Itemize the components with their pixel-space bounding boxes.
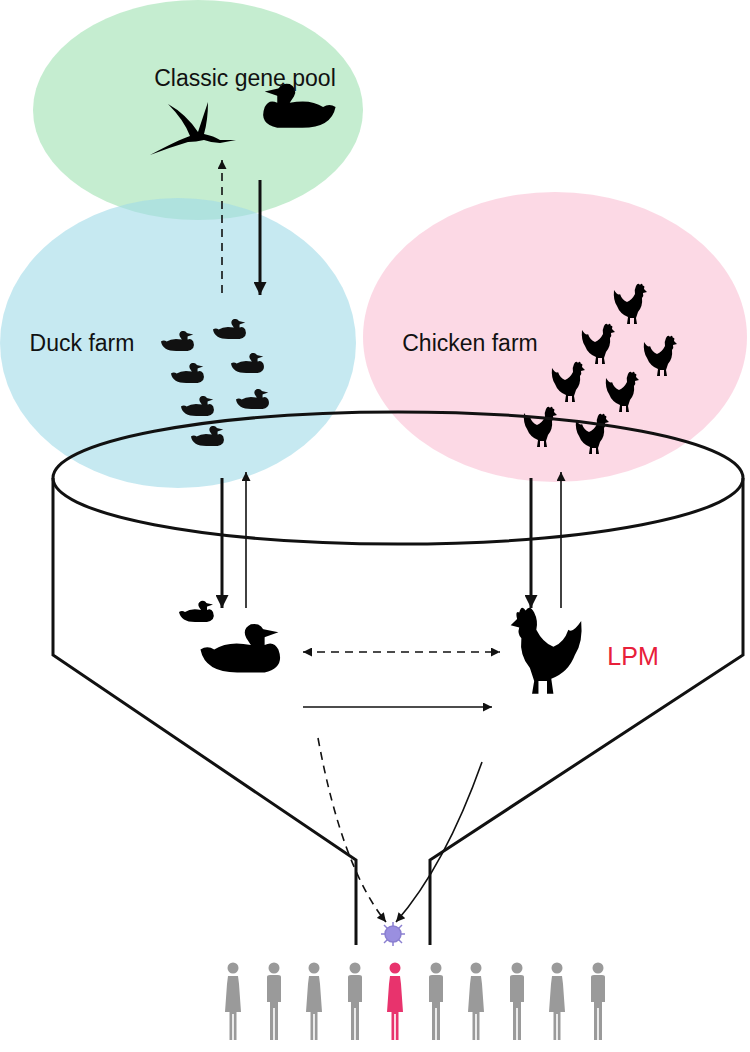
people-row — [225, 963, 605, 1041]
flow-arrow — [245, 472, 247, 608]
node-label: Chicken farm — [402, 330, 537, 356]
virus-icon — [381, 922, 405, 946]
flow-arrow — [530, 478, 533, 608]
market-rooster — [511, 608, 582, 694]
flow-arrow — [221, 478, 224, 608]
node-label: LPM — [607, 642, 658, 671]
node-outline — [50, 410, 746, 945]
goose-silhouette — [179, 601, 214, 622]
farm-ellipse: Chicken farm — [363, 192, 747, 482]
node-label: Classic gene pool — [154, 65, 336, 91]
farm-ellipse: Duck farm — [0, 198, 356, 488]
market-arrows — [303, 652, 500, 922]
gene-pool-ellipse: Classic gene pool — [33, 0, 363, 220]
market-funnel: LPM — [50, 410, 746, 945]
node-outline — [33, 0, 363, 220]
market-duck — [200, 624, 280, 673]
flow-arrow — [560, 472, 562, 608]
node-label: Duck farm — [30, 330, 135, 356]
